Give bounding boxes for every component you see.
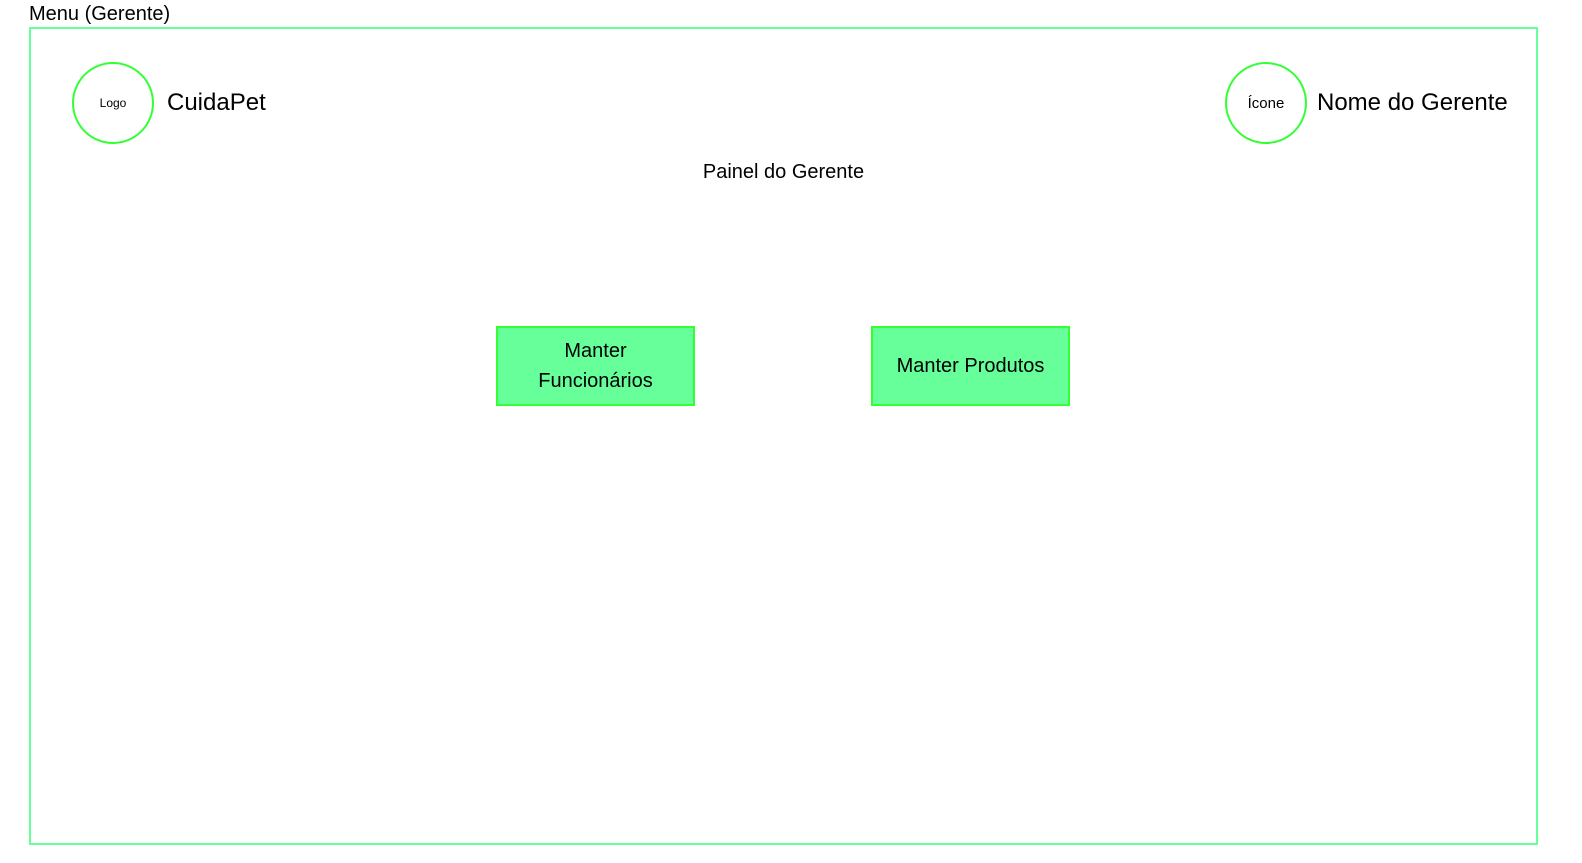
menu-frame: Logo CuidaPet Ícone Nome do Gerente Pain…: [29, 27, 1538, 845]
brand-name: CuidaPet: [167, 89, 266, 116]
manager-name[interactable]: Nome do Gerente: [1317, 89, 1508, 116]
user-avatar-label: Ícone: [1247, 94, 1285, 112]
page-title: Painel do Gerente: [702, 161, 865, 183]
frame-title: Menu (Gerente): [29, 3, 171, 25]
manage-products-button[interactable]: Manter Produtos: [871, 326, 1070, 406]
logo-placeholder: Logo: [72, 62, 154, 144]
manage-employees-button[interactable]: Manter Funcionários: [496, 326, 695, 406]
manage-employees-label: Manter Funcionários: [538, 340, 653, 392]
logo-label: Logo: [99, 96, 127, 110]
user-avatar-icon[interactable]: Ícone: [1225, 62, 1307, 144]
manage-products-label: Manter Produtos: [896, 355, 1045, 377]
